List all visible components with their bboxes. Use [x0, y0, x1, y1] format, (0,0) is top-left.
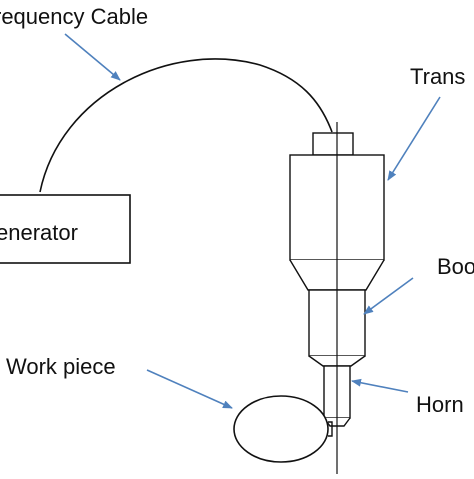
generator-label: enerator [0, 220, 78, 245]
cable-label: requency Cable [0, 4, 148, 29]
cable-line [39, 58, 333, 193]
booster-arrow [363, 277, 414, 315]
booster-label: Boo [437, 254, 474, 279]
work-piece-ellipse [233, 395, 329, 463]
work-piece-arrow [146, 369, 233, 409]
work-piece-label: Work piece [6, 354, 116, 379]
horn-label: Horn [416, 392, 464, 417]
work-piece-clamp [328, 421, 333, 437]
transducer-label: Trans [410, 64, 465, 89]
horn-arrow [351, 378, 409, 393]
cable-arrow [64, 33, 121, 81]
generator-box [0, 194, 131, 264]
transducer-arrow [387, 96, 441, 181]
transducer-cap [312, 132, 354, 156]
